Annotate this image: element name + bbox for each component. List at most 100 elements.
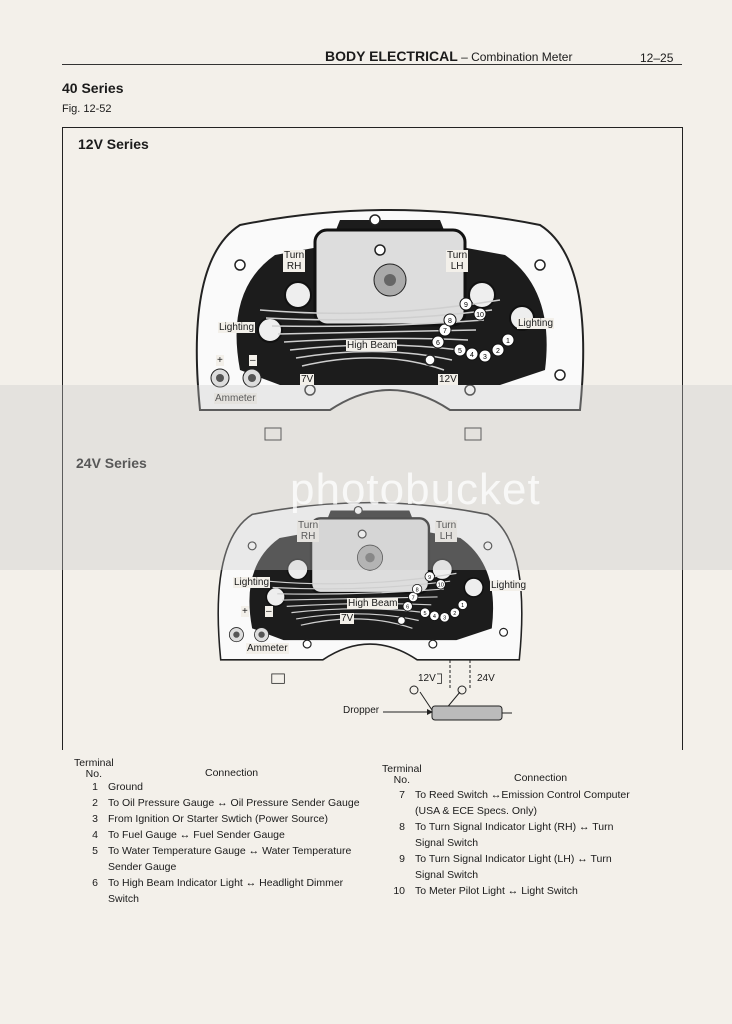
- terminal-number: 10: [393, 885, 405, 897]
- label-high-beam: High Beam: [347, 598, 399, 609]
- label-ammeter: Ammeter: [214, 393, 257, 404]
- terminal-number: 3: [483, 354, 487, 361]
- circuit-trace: [300, 618, 413, 629]
- lighting-bulb-socket: [265, 586, 286, 608]
- terminal-marker: [491, 343, 505, 357]
- terminal-number: 10: [438, 583, 444, 589]
- terminal-number: 8: [448, 318, 452, 325]
- connection-text: To Turn Signal Indicator Light (LH) ↔ Tu…: [415, 853, 612, 865]
- terminal-number: 6: [406, 605, 409, 611]
- terminal-number: 5: [423, 611, 426, 617]
- terminal-marker: [439, 612, 450, 623]
- figure-frame: [62, 127, 683, 750]
- terminal-number: 7: [412, 595, 415, 601]
- mounting-screw: [247, 541, 257, 551]
- circuit-trace: [295, 350, 453, 361]
- section-title: BODY ELECTRICAL: [325, 48, 458, 64]
- label-12v-dropper: 12V: [417, 673, 437, 684]
- connection-text: To Reed Switch ↔Emission Control Compute…: [415, 789, 630, 801]
- terminal-number: 4: [92, 829, 98, 841]
- connection-text: To High Beam Indicator Light ↔ Headlight…: [108, 877, 344, 889]
- terminal-marker: [478, 349, 492, 363]
- figure-label: Fig. 12-52: [62, 103, 112, 115]
- label-high-beam: High Beam: [346, 340, 398, 351]
- circuit-trace: [277, 588, 444, 595]
- circuit-trace: [271, 319, 485, 328]
- terminal-number: 1: [461, 603, 464, 609]
- label-plus: +: [216, 355, 224, 366]
- connection-text: Switch: [108, 893, 139, 905]
- label-lighting-left: Lighting: [233, 577, 271, 588]
- header-rule: [62, 64, 682, 65]
- terminal-marker: [435, 579, 446, 590]
- terminal-marker: [431, 335, 445, 349]
- terminal-number: 8: [416, 587, 419, 593]
- terminal-number: 9: [399, 853, 405, 865]
- terminal-marker: [412, 583, 423, 595]
- mounting-screw: [353, 505, 363, 516]
- terminal-number: 4: [470, 352, 474, 359]
- terminal-number: 6: [92, 877, 98, 889]
- section-header: BODY ELECTRICAL – Combination Meter: [325, 48, 572, 64]
- circuit-trace: [265, 309, 493, 321]
- terminal-number: 8: [399, 821, 405, 833]
- connection-text: To Oil Pressure Gauge ↔ Oil Pressure Sen…: [108, 797, 360, 809]
- lighting-bulb-socket: [257, 317, 283, 343]
- circuit-trace: [283, 337, 469, 343]
- terminal-number: 1: [506, 338, 510, 345]
- terminal-number: 9: [428, 575, 431, 581]
- mounting-tab: [464, 427, 482, 441]
- terminal-marker: [429, 610, 440, 621]
- mounting-screw: [534, 259, 546, 271]
- terminal-marker: [459, 297, 473, 311]
- right-header-connection: Connection: [514, 772, 568, 784]
- connection-text: To Fuel Gauge ↔ Fuel Sender Gauge: [108, 829, 285, 841]
- mounting-screw: [483, 541, 493, 551]
- terminal-marker: [473, 307, 487, 321]
- mounting-screw: [396, 615, 406, 626]
- terminal-marker: [465, 347, 479, 361]
- mounting-tab: [264, 427, 282, 441]
- connection-text: To Turn Signal Indicator Light (RH) ↔ Tu…: [415, 821, 614, 833]
- terminal-marker: [424, 571, 435, 582]
- dropper-resistor-diagram: [409, 660, 512, 721]
- label-turn-lh: Turn LH: [435, 520, 458, 542]
- terminal-number: 2: [496, 348, 500, 355]
- mounting-tab: [271, 673, 285, 684]
- terminal-number: 7: [399, 789, 405, 801]
- mounting-screw: [304, 384, 316, 396]
- dropper-leader-arrow: [383, 709, 433, 715]
- label-plus: +: [241, 606, 249, 617]
- label-v7: 7V: [300, 374, 315, 385]
- diagram-12v-title: 12V Series: [78, 136, 149, 152]
- connection-text: To Meter Pilot Light ↔ Light Switch: [415, 885, 578, 897]
- mounting-screw: [374, 244, 386, 256]
- header-dash: –: [457, 50, 472, 64]
- mounting-screw: [302, 639, 312, 649]
- watermark-logo: photobucket: [290, 465, 541, 514]
- terminal-number: 10: [476, 312, 484, 319]
- mounting-screw: [499, 627, 509, 637]
- terminal-marker: [443, 313, 457, 327]
- subsection-title: Combination Meter: [471, 50, 573, 64]
- label-24v-dropper: 24V: [476, 673, 496, 684]
- mounting-screw: [428, 639, 438, 649]
- terminal-number: 2: [453, 611, 456, 617]
- mounting-screw: [464, 384, 476, 396]
- connection-text: From Ignition Or Starter Swtich (Power S…: [108, 813, 328, 825]
- lighting-bulb-socket: [463, 577, 484, 598]
- terminal-number: 4: [433, 614, 436, 620]
- connection-text: Signal Switch: [415, 869, 479, 881]
- series-title: 40 Series: [62, 80, 124, 96]
- terminal-marker: [453, 343, 467, 357]
- label-lighting-left: Lighting: [218, 322, 256, 333]
- terminal-number: 3: [443, 616, 446, 622]
- terminal-marker: [501, 333, 515, 347]
- label-lighting-right: Lighting: [490, 580, 528, 591]
- connection-text: Sender Gauge: [108, 861, 177, 873]
- connection-text: To Water Temperature Gauge ↔ Water Tempe…: [108, 845, 352, 857]
- turn-indicator-socket: [284, 281, 312, 309]
- diagram-24v-title: 24V Series: [76, 455, 147, 471]
- terminal-number: 7: [443, 328, 447, 335]
